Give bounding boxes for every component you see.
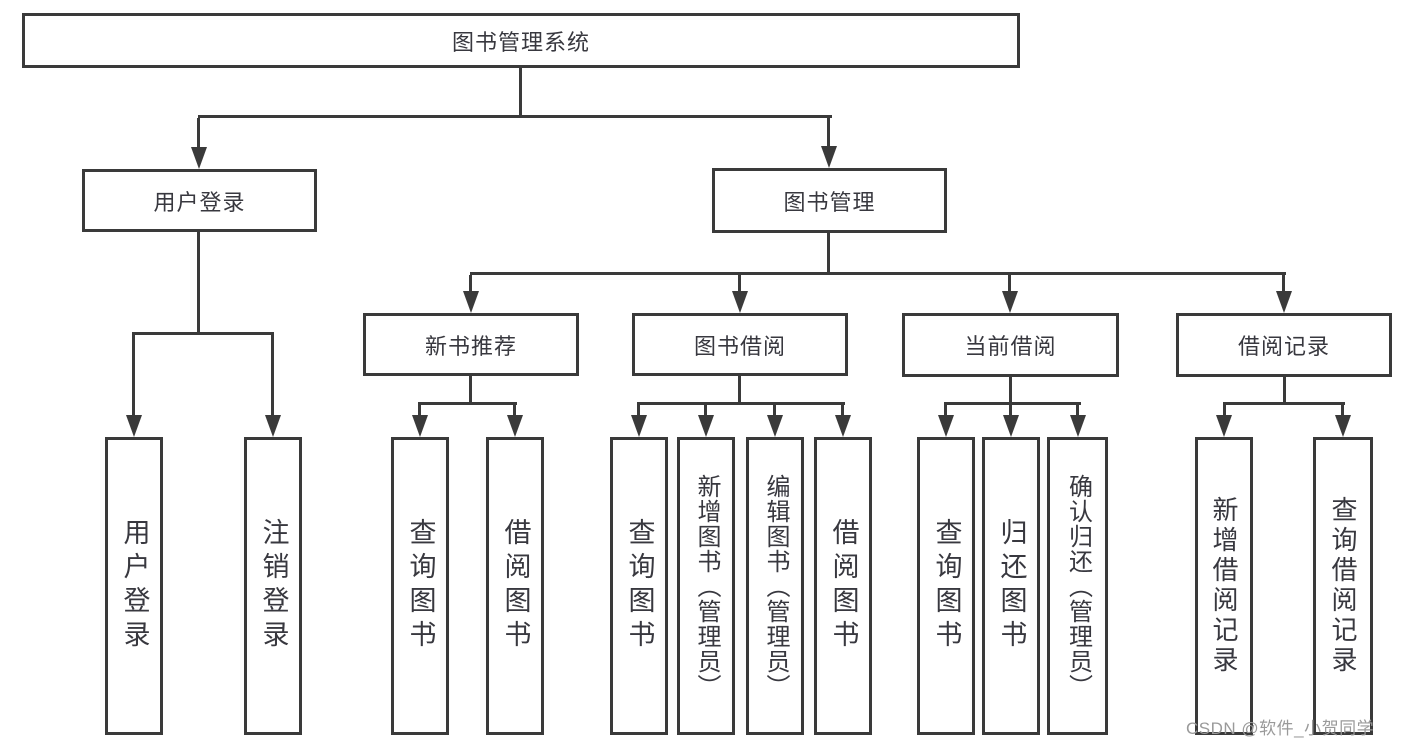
arrowhead-icon bbox=[1003, 415, 1019, 437]
node-user-login-action-label: 用户登录 bbox=[119, 518, 150, 654]
connector-line bbox=[738, 275, 741, 293]
connector-line bbox=[704, 405, 707, 417]
node-logout-action-label: 注销登录 bbox=[258, 518, 289, 654]
node-user-login-action: 用户登录 bbox=[105, 437, 163, 735]
connector-line bbox=[944, 405, 947, 417]
node-book-mgmt: 图书管理 bbox=[712, 168, 947, 233]
node-cb-confirm-label: 确认归还（管理员） bbox=[1064, 473, 1092, 699]
arrowhead-icon bbox=[631, 415, 647, 437]
node-nbr-query-label: 查询图书 bbox=[405, 518, 436, 654]
node-bb-add-label: 新增图书（管理员） bbox=[693, 473, 720, 699]
connector-line bbox=[197, 118, 200, 149]
node-book-borrow: 图书借阅 bbox=[632, 313, 848, 376]
connector-line bbox=[827, 118, 830, 149]
arrowhead-icon bbox=[767, 415, 783, 437]
node-borrow-record: 借阅记录 bbox=[1176, 313, 1392, 377]
arrowhead-icon bbox=[507, 415, 523, 437]
connector-line bbox=[827, 233, 830, 275]
node-book-borrow-label: 图书借阅 bbox=[693, 333, 786, 359]
connector-line bbox=[1223, 405, 1226, 417]
connector-line bbox=[1076, 405, 1079, 417]
node-br-add: 新增借阅记录 bbox=[1195, 437, 1253, 735]
connector-line bbox=[197, 232, 200, 335]
connector-line bbox=[738, 375, 741, 405]
node-bb-add: 新增图书（管理员） bbox=[677, 437, 735, 735]
connector-line bbox=[1282, 275, 1285, 293]
node-br-add-label: 新增借阅记录 bbox=[1209, 496, 1239, 676]
node-root-label: 图书管理系统 bbox=[451, 29, 590, 55]
arrowhead-icon bbox=[1070, 415, 1086, 437]
node-new-book-rec: 新书推荐 bbox=[363, 313, 579, 376]
connector-line bbox=[470, 272, 1286, 275]
connector-line bbox=[469, 375, 472, 405]
node-bb-query-label: 查询图书 bbox=[624, 518, 655, 654]
node-cb-query-label: 查询图书 bbox=[931, 518, 962, 654]
arrowhead-icon bbox=[821, 146, 837, 168]
node-nbr-query: 查询图书 bbox=[391, 437, 449, 735]
connector-line bbox=[519, 68, 522, 118]
node-br-query-label: 查询借阅记录 bbox=[1328, 496, 1358, 676]
connector-line bbox=[1009, 405, 1012, 417]
node-book-mgmt-label: 图书管理 bbox=[783, 189, 876, 215]
node-user-login: 用户登录 bbox=[82, 169, 317, 232]
connector-line bbox=[418, 402, 517, 405]
arrowhead-icon bbox=[191, 147, 207, 169]
node-bb-query: 查询图书 bbox=[610, 437, 668, 735]
connector-line bbox=[513, 405, 516, 417]
connector-line bbox=[637, 405, 640, 417]
connector-line bbox=[944, 402, 1081, 405]
connector-line bbox=[1341, 405, 1344, 417]
node-logout-action: 注销登录 bbox=[244, 437, 302, 735]
arrowhead-icon bbox=[1002, 291, 1018, 313]
node-new-book-rec-label: 新书推荐 bbox=[424, 333, 517, 359]
arrowhead-icon bbox=[938, 415, 954, 437]
node-bb-edit: 编辑图书（管理员） bbox=[746, 437, 804, 735]
node-nbr-borrow: 借阅图书 bbox=[486, 437, 544, 735]
node-user-login-label: 用户登录 bbox=[153, 189, 246, 215]
connector-line bbox=[198, 115, 832, 118]
node-root: 图书管理系统 bbox=[22, 13, 1020, 68]
connector-line bbox=[1009, 375, 1012, 405]
node-bb-edit-label: 编辑图书（管理员） bbox=[762, 473, 789, 699]
node-cb-query: 查询图书 bbox=[917, 437, 975, 735]
connector-line bbox=[132, 332, 274, 335]
connector-line bbox=[271, 335, 274, 417]
node-cb-return: 归还图书 bbox=[982, 437, 1040, 735]
node-br-query: 查询借阅记录 bbox=[1313, 437, 1373, 735]
node-nbr-borrow-label: 借阅图书 bbox=[500, 518, 531, 654]
connector-line bbox=[637, 402, 845, 405]
arrowhead-icon bbox=[463, 291, 479, 313]
arrowhead-icon bbox=[698, 415, 714, 437]
connector-line bbox=[418, 405, 421, 417]
connector-line bbox=[1223, 402, 1345, 405]
arrowhead-icon bbox=[126, 415, 142, 437]
arrowhead-icon bbox=[732, 291, 748, 313]
node-cb-return-label: 归还图书 bbox=[996, 518, 1027, 654]
node-cb-confirm: 确认归还（管理员） bbox=[1047, 437, 1108, 735]
watermark: CSDN @软件_小贺同学 bbox=[1186, 719, 1375, 738]
node-bb-borrow: 借阅图书 bbox=[814, 437, 872, 735]
connector-line bbox=[841, 405, 844, 417]
node-bb-borrow-label: 借阅图书 bbox=[828, 518, 859, 654]
arrowhead-icon bbox=[1335, 415, 1351, 437]
connector-line bbox=[469, 275, 472, 293]
node-current-borrow: 当前借阅 bbox=[902, 313, 1119, 377]
arrowhead-icon bbox=[835, 415, 851, 437]
connector-line bbox=[1008, 275, 1011, 293]
connector-line bbox=[773, 405, 776, 417]
connector-line bbox=[1283, 377, 1286, 405]
node-current-borrow-label: 当前借阅 bbox=[964, 334, 1057, 359]
node-borrow-record-label: 借阅记录 bbox=[1237, 334, 1330, 359]
arrowhead-icon bbox=[412, 415, 428, 437]
arrowhead-icon bbox=[1276, 291, 1292, 313]
arrowhead-icon bbox=[1216, 415, 1232, 437]
arrowhead-icon bbox=[265, 415, 281, 437]
connector-line bbox=[132, 335, 135, 417]
